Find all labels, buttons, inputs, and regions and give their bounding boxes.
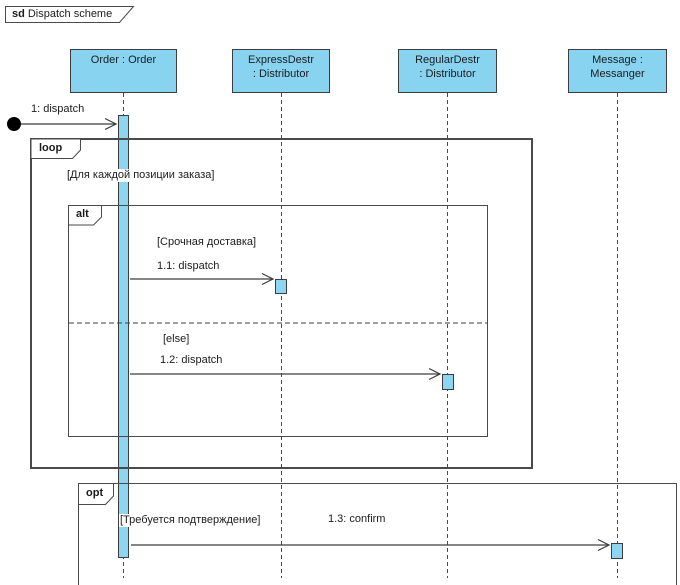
lifeline-expressdestr [281, 93, 282, 578]
activation-messanger [611, 543, 623, 559]
fragment-opt [78, 483, 677, 585]
lifeline-name-line1: RegularDestr [415, 54, 480, 66]
loop-operator-label: loop [39, 142, 63, 154]
lifeline-header-order: Order : Order [70, 49, 177, 93]
activation-expressdestr [275, 279, 287, 294]
lifeline-header-regulardestr: RegularDestr : Distributor [398, 49, 497, 93]
fragment-loop [30, 138, 533, 469]
lifeline-header-messanger: Message : Messanger [568, 49, 667, 93]
message-1-label: 1: dispatch [30, 103, 86, 116]
message-1-2-label: 1.2: dispatch [159, 354, 224, 367]
alt-operator-label: alt [76, 208, 89, 220]
fragment-alt [68, 205, 488, 437]
found-message-arrow [7, 117, 118, 131]
diagram-title-text: Dispatch scheme [27, 8, 113, 20]
loop-operator-tab [30, 138, 81, 159]
pentagon-shape [5, 6, 135, 23]
pentagon-shape [30, 138, 81, 159]
found-message-dot-icon [7, 117, 21, 131]
pentagon-shape [68, 205, 102, 226]
lifeline-name-line2: : Distributor [252, 68, 310, 80]
lifeline-name-line1: Order : Order [90, 54, 157, 66]
opt-operator-label: opt [86, 487, 104, 499]
lifeline-name-line1: Message : [592, 54, 643, 66]
lifeline-name-line2: : Distributor [419, 68, 476, 80]
open-arrowhead-icon [104, 117, 118, 131]
message-1-3-label: 1.3: confirm [327, 513, 387, 526]
diagram-keyword: sd [12, 8, 25, 20]
alt-operator-tab [68, 205, 102, 226]
opt-guard: [Требуется подтверждение] [119, 514, 262, 527]
pentagon-shape [78, 483, 114, 505]
opt-operator-tab [78, 483, 114, 505]
activation-regulardestr [442, 374, 454, 390]
lifeline-name-line2: Messanger [590, 68, 645, 80]
lifeline-messanger [617, 93, 618, 578]
lifeline-regulardestr [447, 93, 448, 578]
alt-guard-if: [Срочная доставка] [156, 236, 258, 249]
lifeline-header-expressdestr: ExpressDestr : Distributor [232, 49, 330, 93]
loop-guard: [Для каждой позиции заказа] [66, 169, 216, 182]
lifeline-name-line1: ExpressDestr [247, 54, 315, 66]
alt-guard-else: [else] [162, 333, 191, 346]
diagram-title-tab [5, 6, 135, 23]
message-1-1-label: 1.1: dispatch [156, 260, 221, 273]
activation-order [118, 115, 129, 558]
